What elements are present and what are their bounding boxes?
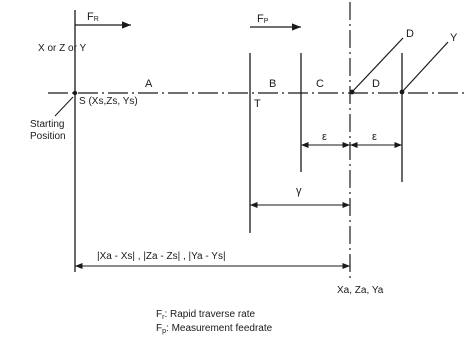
gamma-label: γ (296, 185, 302, 197)
legend: Fr: Rapid traverse rate Fp: Measurement … (156, 309, 273, 335)
axis-label: X or Z or Y (38, 43, 86, 54)
signal-d-label: D (406, 28, 414, 40)
signal-y-point (399, 89, 405, 95)
signal-y-line (401, 41, 449, 93)
point-t-label: T (254, 98, 261, 110)
start-point-label: S (Xs,Zs, Ys) (79, 96, 138, 107)
segment-d-label: D (372, 78, 380, 90)
signal-y-label: Y (450, 32, 458, 44)
start-caption-leader (54, 96, 74, 117)
rapid-arrow-label: FR (87, 11, 99, 23)
measure-arrow-label: FP (257, 13, 269, 25)
epsilon-right-label: ε (372, 131, 377, 143)
start-caption-line1: Starting (30, 119, 64, 130)
start-point-marker (72, 90, 78, 96)
legend-rapid: Fr: Rapid traverse rate (156, 309, 255, 321)
start-caption-line2: Position (30, 131, 66, 142)
distance-label: |Xa - Xs| , |Za - Zs| , |Ya - Ys| (97, 251, 226, 262)
segment-b-label: B (269, 78, 276, 90)
segment-a-label: A (145, 78, 153, 90)
epsilon-left-label: ε (322, 131, 327, 143)
signal-d-point (349, 89, 355, 95)
legend-measure: Fp: Measurement feedrate (156, 323, 273, 335)
signal-d-line (351, 37, 404, 93)
target-position-label: Xa, Za, Ya (337, 285, 384, 296)
segment-c-label: C (316, 78, 324, 90)
